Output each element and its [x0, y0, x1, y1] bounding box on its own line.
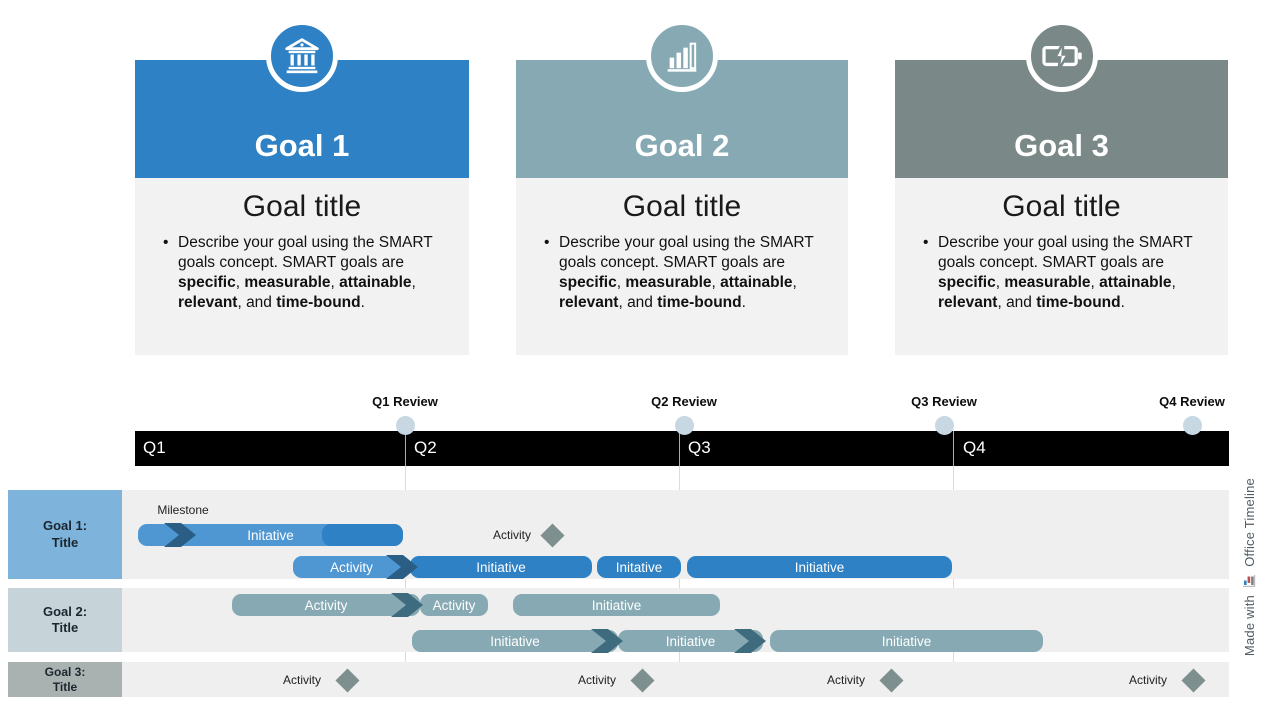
bar-initiative: Initiative	[412, 630, 618, 652]
goal-card-body: Goal titleDescribe your goal using the S…	[516, 178, 848, 355]
lane-title: Goal 3:	[44, 664, 86, 679]
activity-label: Activity	[282, 673, 322, 687]
goal-card-2: Goal 2 Goal titleDescribe your goal using…	[516, 20, 848, 355]
office-timeline-logo-icon	[1243, 574, 1256, 587]
lane-title: Goal 1:	[42, 518, 88, 534]
goal-card-title: Goal 3	[1014, 128, 1109, 163]
bar-activity: Activity	[420, 594, 488, 616]
milestone-label: Milestone	[157, 503, 209, 517]
chevron-connector	[386, 555, 418, 579]
bar-initative: Initative	[597, 556, 681, 578]
lane-row-background	[122, 662, 1229, 697]
quarter-divider	[679, 431, 680, 466]
bar-initiative: Initiative	[513, 594, 720, 616]
quarter-gridline	[405, 466, 406, 697]
lane-subtitle: Title	[52, 679, 78, 694]
activity-label: Activity	[1128, 673, 1168, 687]
review-milestone-circle	[934, 416, 954, 435]
lane-label-goal-3: Goal 3:Title	[8, 662, 122, 697]
goal-card-header: Goal 1	[135, 20, 469, 178]
quarter-label: Q2	[414, 438, 437, 457]
bar-segment	[322, 524, 403, 546]
bar-initiative: Initiative	[410, 556, 592, 578]
goal-description: Describe your goal using the SMART goals…	[919, 233, 1204, 314]
battery-charging-icon	[1025, 20, 1098, 92]
quarter-gridline	[679, 466, 680, 697]
goal-body-title: Goal title	[1002, 190, 1121, 223]
made-with-branding: Office Timeline Made with	[1234, 478, 1264, 710]
quarter-label: Q3	[688, 438, 711, 457]
bar-initiative: Initiative	[770, 630, 1043, 652]
goal-card-body: Goal titleDescribe your goal using the S…	[135, 178, 469, 355]
bar-initiative: Initiative	[687, 556, 952, 578]
bar-activity: Activity	[293, 556, 410, 578]
goal-card-body: Goal titleDescribe your goal using the S…	[895, 178, 1228, 355]
review-milestone-circle	[1182, 416, 1202, 435]
goal-card-header: Goal 3	[895, 20, 1228, 178]
goal-body-title: Goal title	[242, 190, 362, 223]
brand-name-text: Office Timeline	[1241, 478, 1257, 567]
lane-title: Goal 2:	[42, 603, 88, 619]
made-with-text: Made with	[1241, 594, 1257, 656]
goal-card-1: Goal 1 Goal titleDescribe your goal using…	[135, 20, 469, 355]
bank-icon	[266, 20, 338, 92]
chevron-connector	[734, 629, 766, 653]
goal-description: Describe your goal using the SMART goals…	[159, 233, 445, 314]
activity-label: Activity	[826, 673, 866, 687]
chevron-connector	[591, 629, 623, 653]
lane-subtitle: Title	[51, 620, 79, 635]
review-label: Q3 Review	[911, 394, 977, 409]
goal-card-title: Goal 1	[254, 128, 350, 163]
quarter-gridline	[953, 466, 954, 697]
quarter-label: Q1	[143, 438, 166, 457]
chevron-connector	[391, 593, 423, 617]
bar-chart-icon	[646, 20, 718, 92]
goal-card-title: Goal 2	[634, 128, 730, 163]
timeline-axis-bar: Q1 Q2 Q3 Q4	[135, 431, 1229, 466]
review-milestone-circle	[674, 416, 694, 435]
activity-label: Activity	[577, 673, 617, 687]
lane-label-goal-2: Goal 2:Title	[8, 588, 122, 652]
quarter-label: Q4	[963, 438, 986, 457]
goal-card-3: Goal 3 Goal titleDescribe your goal using…	[895, 20, 1228, 355]
goal-body-title: Goal title	[622, 190, 742, 223]
goal-description: Describe your goal using the SMART goals…	[540, 233, 824, 314]
activity-label: Activity	[492, 528, 532, 542]
lane-label-goal-1: Goal 1:Title	[8, 490, 122, 579]
review-label: Q2 Review	[651, 394, 717, 409]
lane-subtitle: Title	[51, 534, 79, 550]
bar-activity: Activity	[232, 594, 420, 616]
chevron-connector	[164, 523, 196, 547]
quarter-divider	[953, 431, 954, 466]
bar-initiative: Initiative	[618, 630, 763, 652]
quarter-divider	[405, 431, 406, 466]
review-label: Q1 Review	[372, 394, 438, 409]
goal-card-header: Goal 2	[516, 20, 848, 178]
review-label: Q4 Review	[1159, 394, 1225, 409]
review-milestone-circle	[395, 416, 415, 435]
